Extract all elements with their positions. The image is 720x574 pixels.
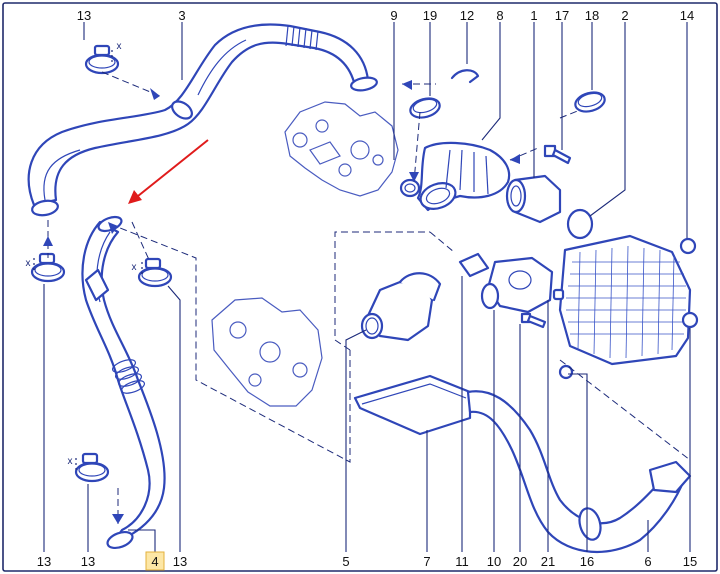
- callout-17: 17: [555, 8, 569, 23]
- callout-3: 3: [178, 8, 185, 23]
- red-pointer-arrow: [128, 139, 209, 204]
- callout-9: 9: [390, 8, 397, 23]
- callout-15: 15: [683, 554, 697, 569]
- callout-11: 11: [455, 554, 469, 569]
- clamp-13-left: [30, 252, 66, 283]
- grouping-lines: [47, 71, 691, 524]
- engine-block-upper: [284, 101, 399, 197]
- hose-3-corrugation: [285, 25, 319, 51]
- sensor-1: [505, 174, 562, 224]
- dimension-marks: x x x x: [26, 41, 143, 472]
- callout-16: 16: [580, 554, 594, 569]
- bolt-16: [558, 364, 574, 380]
- engine-block-lower: [211, 297, 323, 407]
- callout-19: 19: [423, 8, 437, 23]
- callout-leaders: [43, 22, 691, 552]
- callout-2: 2: [621, 8, 628, 23]
- dim-x-low: x: [68, 456, 73, 467]
- callout-21: 21: [541, 554, 555, 569]
- callout-13-bottom-2: 13: [81, 554, 95, 569]
- gasket-11: [458, 252, 490, 278]
- callout-12: 12: [460, 8, 474, 23]
- clamp-13-top: [84, 44, 120, 75]
- dim-x-mid: x: [132, 262, 137, 273]
- callout-18: 18: [585, 8, 599, 23]
- direction-arrows: [43, 80, 520, 524]
- callout-10: 10: [487, 554, 501, 569]
- callout-14: 14: [680, 8, 694, 23]
- dim-x-left: x: [26, 258, 31, 269]
- callout-7: 7: [423, 554, 430, 569]
- callout-6: 6: [644, 554, 651, 569]
- hose-4: [81, 215, 166, 550]
- plug-15: [681, 311, 699, 329]
- callouts-top: 13 3 9 19 12 8 1 17 18 2 14: [77, 8, 694, 23]
- clamp-13-mid: [137, 257, 173, 288]
- throttle-body-5: [360, 272, 442, 342]
- callout-1: 1: [530, 8, 537, 23]
- clip-12: [450, 69, 480, 84]
- clamp-13-low: [74, 452, 110, 483]
- callout-4-highlight: [145, 551, 165, 571]
- nut-21: [552, 288, 565, 301]
- o-ring-2: [566, 208, 594, 240]
- bolt-20: [520, 312, 547, 329]
- callout-8: 8: [496, 8, 503, 23]
- dim-x-top: x: [117, 41, 122, 52]
- plug-14: [679, 237, 697, 255]
- callout-13-bottom-3: 13: [173, 554, 187, 569]
- hose-4-bellows: [111, 359, 146, 394]
- callouts-bottom: 13 13 4 13 5 7 11 10 20 21 16 6 15: [37, 551, 697, 571]
- callout-13-bottom-1: 13: [37, 554, 51, 569]
- callout-5: 5: [342, 554, 349, 569]
- duct-8: [399, 141, 511, 212]
- duct-6: [466, 390, 692, 554]
- bolt-17: [543, 144, 572, 165]
- clamp-18: [574, 91, 606, 113]
- clamp-19: [409, 97, 441, 119]
- valve-10: [480, 256, 554, 314]
- callout-4: 4: [151, 554, 158, 569]
- hose-3: [27, 23, 378, 217]
- callout-13-top: 13: [77, 8, 91, 23]
- intercooler: [558, 234, 692, 366]
- callout-20: 20: [513, 554, 527, 569]
- air-scoop-7: [353, 374, 472, 436]
